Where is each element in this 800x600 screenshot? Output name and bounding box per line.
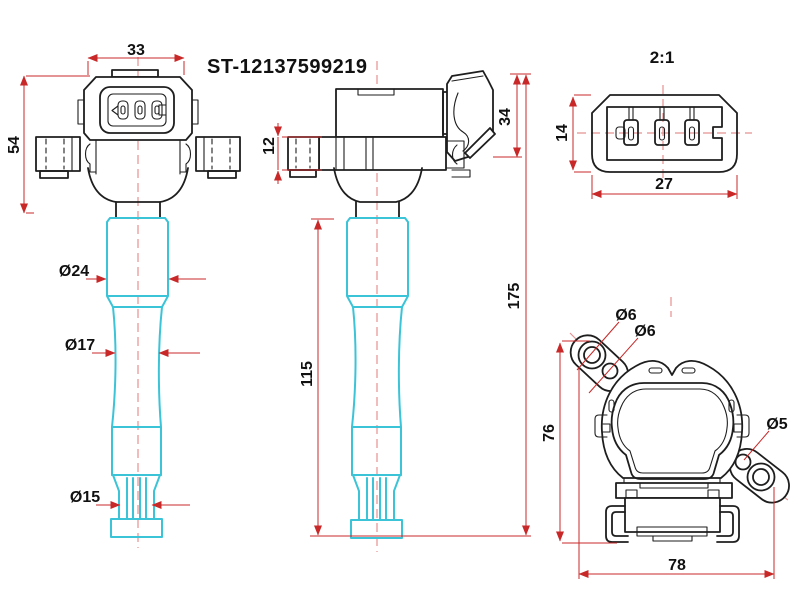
pin-2	[134, 100, 146, 120]
side-connector-latch	[451, 75, 484, 152]
pin-1	[117, 100, 129, 120]
dim-side-flange-thickness: 12	[261, 137, 278, 155]
dim-front-boot-mid-dia: Ø17	[65, 337, 95, 354]
leader-d5	[743, 430, 770, 461]
leader-d6b	[588, 337, 639, 394]
pin-1-slot	[120, 105, 126, 115]
side-connector-bar	[464, 127, 496, 159]
front-right-ear-lip	[207, 170, 237, 179]
side-right-latch	[445, 140, 471, 178]
front-left-ear-dashes	[45, 138, 65, 170]
pin-stems	[628, 106, 695, 121]
dim-top-width: 78	[668, 557, 686, 574]
dim-front-head-width: 33	[127, 42, 145, 59]
side-neck	[355, 201, 400, 219]
dimension-lines	[20, 54, 775, 579]
dim-side-connector-height: 34	[497, 108, 514, 126]
top-bracket-tab	[652, 535, 693, 542]
dim-front-boot-tip-dia: Ø15	[70, 489, 100, 506]
ext-115	[310, 218, 531, 537]
top-window-outer	[610, 382, 735, 480]
side-left-ear-lip	[289, 169, 317, 178]
detail-outer-shell	[591, 94, 738, 173]
side-head-box	[335, 88, 444, 138]
dim-side-overall-length: 175	[506, 283, 523, 310]
top-slot-right	[681, 367, 696, 374]
ext-78	[578, 368, 775, 579]
front-left-latch	[84, 139, 97, 175]
front-right-latch	[179, 139, 192, 175]
side-left-ear	[287, 136, 320, 171]
dim-top-height: 76	[541, 424, 558, 442]
pin-3	[151, 100, 163, 120]
top-hook-right	[716, 505, 740, 543]
detail-cavity	[606, 106, 723, 161]
top-hole-1-outer	[577, 340, 607, 370]
pin-1-key	[111, 105, 119, 116]
side-view	[287, 70, 496, 539]
dim-top-mount-hole-2: Ø6	[634, 323, 655, 340]
front-connector-cavity	[107, 93, 167, 127]
detail-pin-3-slot	[688, 126, 696, 141]
detail-pin-2	[654, 119, 670, 146]
pin-3-slot	[154, 105, 160, 115]
front-head-side-bumps	[77, 99, 199, 125]
part-number: ST-12137599219	[207, 56, 367, 78]
front-head-top-tab	[111, 69, 159, 78]
top-bracket-block	[624, 497, 721, 533]
top-hook-left	[605, 505, 629, 543]
detail-pin-3	[684, 119, 700, 146]
front-neck	[115, 201, 161, 219]
leader-d6a	[576, 321, 620, 371]
top-window-inner	[617, 388, 728, 474]
ext-76	[562, 340, 617, 544]
top-side-tab-left	[594, 414, 611, 438]
front-view	[35, 69, 241, 538]
detail-pin-1	[623, 119, 639, 146]
front-right-ear-dashes	[211, 138, 231, 170]
dim-detail-width: 27	[655, 176, 673, 193]
front-connector-socket	[99, 86, 175, 134]
side-head-notch	[357, 88, 395, 96]
top-hole-4	[734, 453, 752, 471]
connector-detail-view	[591, 94, 738, 173]
ext-14	[574, 94, 591, 173]
side-flange-band	[318, 136, 447, 171]
dim-detail-height: 14	[554, 124, 571, 142]
front-right-ear	[195, 136, 241, 172]
dim-side-boot-length: 115	[299, 361, 316, 387]
labels: ST-12137599219 2:1 33 54 Ø24 Ø17 Ø15 12 …	[6, 42, 788, 574]
side-left-ear-dashes	[295, 138, 311, 169]
front-left-ear-lip	[39, 170, 69, 179]
ext-33	[87, 61, 185, 75]
ext-12	[277, 136, 322, 171]
top-hole-3-outer	[746, 462, 776, 492]
front-connector-pins	[111, 100, 163, 120]
front-left-ear	[35, 136, 81, 172]
top-view	[569, 334, 790, 543]
top-side-tab-right	[733, 414, 750, 438]
front-boot	[106, 217, 169, 538]
dim-top-mount-hole-3: Ø5	[766, 416, 787, 433]
detail-scale-label: 2:1	[650, 48, 675, 67]
detail-pins	[615, 106, 700, 146]
front-dome	[87, 167, 189, 203]
side-dome	[333, 167, 423, 203]
top-body-outline	[600, 360, 744, 479]
detail-pin-1-key	[615, 126, 626, 140]
side-flange-lines	[335, 136, 374, 171]
dim-top-mount-hole-1: Ø6	[615, 307, 636, 324]
top-slot-left	[648, 367, 663, 374]
dim-front-boot-upper-dia: Ø24	[59, 263, 89, 280]
dim-front-head-height: 54	[6, 136, 23, 154]
detail-pin-1-slot	[627, 126, 635, 141]
top-bracket-band-step	[639, 482, 709, 489]
top-hole-2	[601, 362, 619, 380]
top-hole-1-inner	[583, 346, 601, 364]
pin-2-slot	[137, 105, 143, 115]
top-hole-3-inner	[752, 468, 770, 486]
side-boot	[346, 217, 409, 539]
detail-pin-2-slot	[658, 126, 666, 141]
